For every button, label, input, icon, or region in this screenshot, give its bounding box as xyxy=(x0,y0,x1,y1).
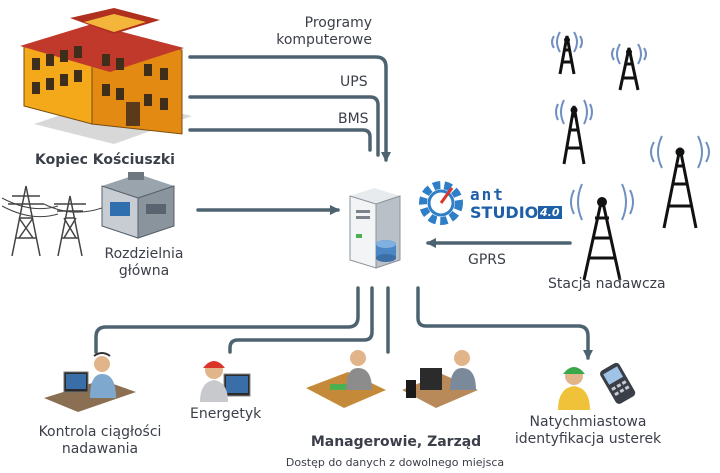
line-ups xyxy=(188,95,380,157)
management-label: Managerowie, Zarząd xyxy=(310,434,482,450)
line-programs xyxy=(188,55,391,162)
continuity-label: Kontrola ciągłości nadawania xyxy=(38,424,162,457)
product-version: 4.0 xyxy=(538,206,562,219)
management-note: Dostęp do danych z dowolnego miejsca xyxy=(285,456,505,469)
line-to-continuity xyxy=(94,286,360,354)
ups-label: UPS xyxy=(340,74,368,90)
management-desks-icon xyxy=(306,350,478,408)
line-bms xyxy=(188,128,372,152)
fault-id-label: Natychmiastowa identyfikacja usterek xyxy=(514,414,662,447)
operator-desk-icon xyxy=(44,352,136,412)
engineer-icon xyxy=(200,361,251,402)
bms-label: BMS xyxy=(338,111,369,127)
energetyk-label: Energetyk xyxy=(190,406,262,422)
substation-icon xyxy=(101,172,175,239)
building-icon xyxy=(20,8,192,144)
mobile-engineer-icon xyxy=(558,362,636,410)
transmitter-label: Stacja nadawcza xyxy=(548,276,666,292)
substation-label: Rozdzielnia główna xyxy=(104,246,184,279)
line-to-energetyk xyxy=(228,286,374,354)
gear-icon xyxy=(419,181,463,225)
transmitter-tower-icon xyxy=(551,31,710,281)
server-icon xyxy=(349,188,401,269)
gprs-label: GPRS xyxy=(468,252,506,268)
power-pylon-icon xyxy=(2,185,102,257)
line-to-fault xyxy=(416,286,593,360)
programs-label: Programy komputerowe xyxy=(276,15,372,48)
product-brand: ant xyxy=(470,185,505,204)
building-label: Kopiec Kościuszki xyxy=(35,152,175,168)
product-name: STUDIO xyxy=(470,203,539,222)
